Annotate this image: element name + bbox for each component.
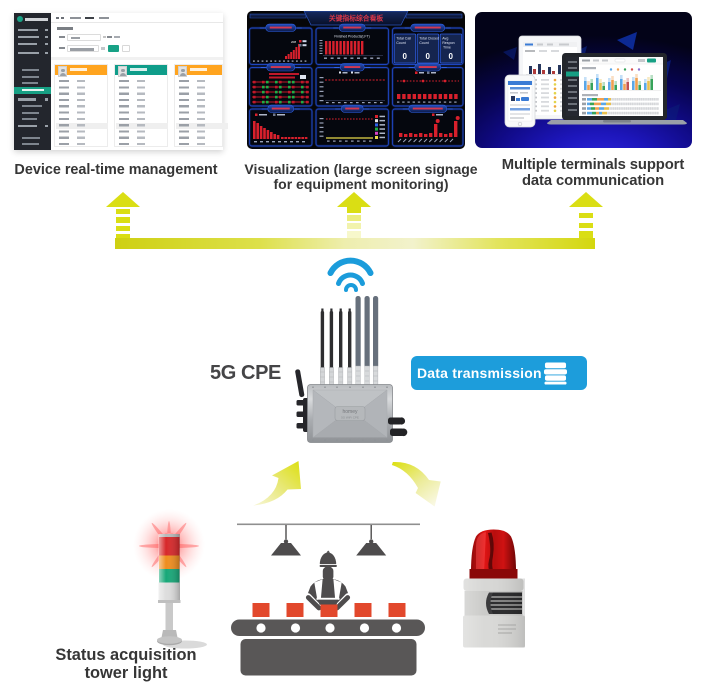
svg-text:0: 0 — [425, 52, 430, 61]
svg-text:Respon: Respon — [442, 41, 454, 45]
svg-text:Finished Products(LFT): Finished Products(LFT) — [334, 35, 369, 39]
svg-text:Count: Count — [396, 41, 406, 45]
svg-text:关键指标综合看板: 关键指标综合看板 — [329, 14, 384, 23]
svg-text:0: 0 — [448, 52, 453, 61]
svg-text:0: 0 — [402, 52, 407, 61]
svg-text:5G WiFi CPE: 5G WiFi CPE — [341, 416, 359, 420]
svg-text:Total Call: Total Call — [396, 37, 411, 41]
svg-text:Count: Count — [419, 41, 429, 45]
svg-text:208: 208 — [291, 40, 296, 44]
svg-text:Time: Time — [443, 46, 451, 50]
svg-text:homey: homey — [342, 409, 358, 415]
svg-text:Avg: Avg — [442, 37, 448, 41]
svg-text:Total Closed: Total Closed — [419, 37, 439, 41]
